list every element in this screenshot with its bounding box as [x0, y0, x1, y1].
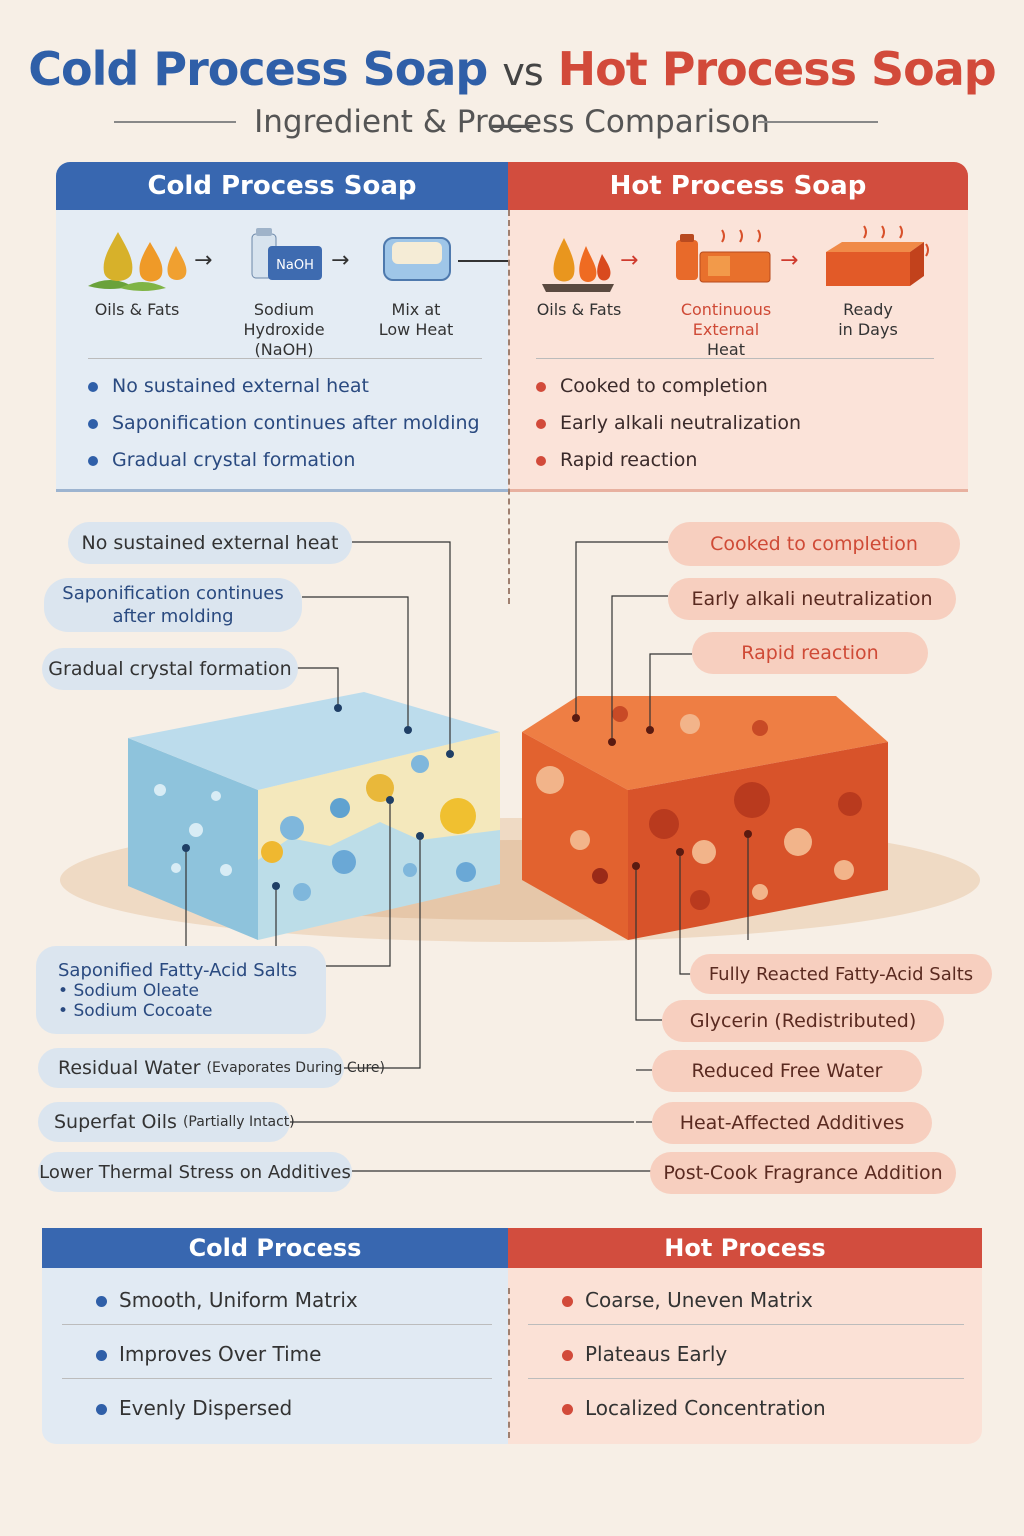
hot-step-3-line-1: Ready — [843, 300, 893, 319]
heating-pot-icon — [676, 229, 771, 283]
hot-panel-title: Hot Process Soap — [508, 162, 968, 210]
list-item: Cooked to completion — [536, 368, 801, 405]
hot-callout-water: Reduced Free Water — [652, 1050, 922, 1092]
hot-step-1-line-1: Oils & Fats — [536, 300, 622, 319]
cold-leader-lines — [185, 541, 660, 1172]
title-hot: Hot Process Soap — [557, 42, 997, 96]
hot-process-panel: Hot Process Soap → → Oils & Fats Continu… — [508, 162, 968, 492]
table-row: Improves Over Time — [96, 1342, 321, 1366]
hot-step-label-3: Ready in Days — [818, 300, 918, 340]
summary-hot-title: Hot Process — [508, 1228, 982, 1268]
oil-drops-icon — [88, 232, 187, 291]
title-cold: Cold Process Soap — [28, 42, 488, 96]
hot-panel-divider — [536, 358, 934, 359]
cold-process-panel: Cold Process Soap → NaOH → Oils & Fats S… — [56, 162, 508, 492]
hot-callout-fragrance: Post-Cook Fragrance Addition — [650, 1152, 956, 1194]
list-item: Saponification continues after molding — [88, 405, 480, 442]
hot-callout-rapid: Rapid reaction — [692, 632, 928, 674]
list-item: No sustained external heat — [88, 368, 480, 405]
table-row: Smooth, Uniform Matrix — [96, 1288, 358, 1312]
summary-cold: Cold Process Smooth, Uniform Matrix Impr… — [42, 1228, 508, 1444]
cold-step-arrow-1: → — [194, 248, 213, 273]
table-row: Evenly Dispersed — [96, 1396, 292, 1420]
title-dash: — — [489, 96, 536, 150]
cold-step-label-3: Mix at Low Heat — [368, 300, 464, 340]
hot-step-2-line-2: Heat — [707, 340, 745, 359]
list-item: Early alkali neutralization — [536, 405, 801, 442]
cold-callout-salts: Saponified Fatty-Acid Salts • Sodium Ole… — [36, 946, 326, 1034]
hot-step-arrow-1: → — [620, 248, 639, 273]
subtitle-rule-right — [758, 121, 878, 123]
cold-panel-title: Cold Process Soap — [56, 162, 508, 210]
table-row: Coarse, Uneven Matrix — [562, 1288, 813, 1312]
hot-leader-dots — [572, 714, 752, 870]
cold-step-label-1: Oils & Fats — [78, 300, 196, 320]
summary-cold-title: Cold Process — [42, 1228, 508, 1268]
cold-callout-thermal: Lower Thermal Stress on Additives — [38, 1152, 352, 1192]
finished-soap-icon — [826, 225, 929, 286]
cold-callout-saponification: Saponification continues after molding — [44, 578, 302, 632]
hot-step-label-2: Continuous External Heat — [648, 300, 804, 360]
hot-step-label-1: Oils & Fats — [524, 300, 634, 320]
hot-soap-bar — [522, 696, 888, 940]
cold-callout-water: Residual Water (Evaporates During Cure) — [38, 1048, 385, 1088]
summary-center-divider — [508, 1288, 510, 1438]
naoh-box-label: NaOH — [276, 258, 314, 273]
page-title: Cold Process Soap vs Hot Process Soap — — [0, 42, 1024, 150]
cold-callout-no-heat: No sustained external heat — [68, 522, 352, 564]
oil-flame-icon — [542, 238, 614, 292]
hot-step-3-line-2: in Days — [838, 320, 898, 339]
title-vs: vs — [502, 50, 543, 94]
hot-callout-additives: Heat-Affected Additives — [652, 1102, 932, 1144]
hot-callout-cooked: Cooked to completion — [668, 522, 960, 566]
cold-callout-superfat: Superfat Oils (Partially Intact) — [38, 1102, 295, 1142]
lye-container-icon: NaOH — [251, 228, 322, 280]
cold-leader-dots — [182, 704, 454, 890]
cold-callout-crystal: Gradual crystal formation — [42, 648, 298, 690]
summary-hot: Hot Process Coarse, Uneven Matrix Platea… — [508, 1228, 982, 1444]
table-row: Localized Concentration — [562, 1396, 826, 1420]
cold-panel-divider — [88, 358, 482, 359]
cold-panel-bullets: No sustained external heat Saponificatio… — [88, 368, 480, 479]
cold-step-3-line-2: Low Heat — [378, 320, 454, 339]
cold-step-arrow-3 — [458, 260, 508, 262]
hot-callout-glycerin: Glycerin (Redistributed) — [662, 1000, 944, 1042]
cold-step-label-2: Sodium Hydroxide (NaOH) — [214, 300, 354, 360]
hot-callout-alkali: Early alkali neutralization — [668, 578, 956, 620]
subtitle-rule-left — [114, 121, 236, 123]
cold-step-3-line-1: Mix at — [391, 300, 441, 319]
row-divider — [62, 1378, 492, 1379]
row-divider — [528, 1324, 964, 1325]
hot-callout-salts: Fully Reacted Fatty-Acid Salts — [690, 954, 992, 994]
row-divider — [62, 1324, 492, 1325]
page-subtitle: Ingredient & Process Comparison — [254, 104, 770, 140]
hot-step-arrow-2: → — [780, 248, 799, 273]
list-item: Rapid reaction — [536, 442, 801, 479]
hot-step-2-line-1: Continuous External — [680, 300, 772, 339]
mixing-container-icon — [383, 237, 451, 281]
cold-step-1-line-1: Oils & Fats — [94, 300, 180, 319]
center-divider — [508, 210, 510, 604]
table-row: Plateaus Early — [562, 1342, 727, 1366]
cold-step-2-line-1: Sodium Hydroxide — [243, 300, 325, 339]
row-divider — [528, 1378, 964, 1379]
cold-soap-bar — [128, 692, 500, 940]
hot-panel-bullets: Cooked to completion Early alkali neutra… — [536, 368, 801, 479]
list-item: Gradual crystal formation — [88, 442, 480, 479]
cold-step-arrow-2: → — [331, 248, 350, 273]
cold-step-2-line-2: (NaOH) — [254, 340, 314, 359]
